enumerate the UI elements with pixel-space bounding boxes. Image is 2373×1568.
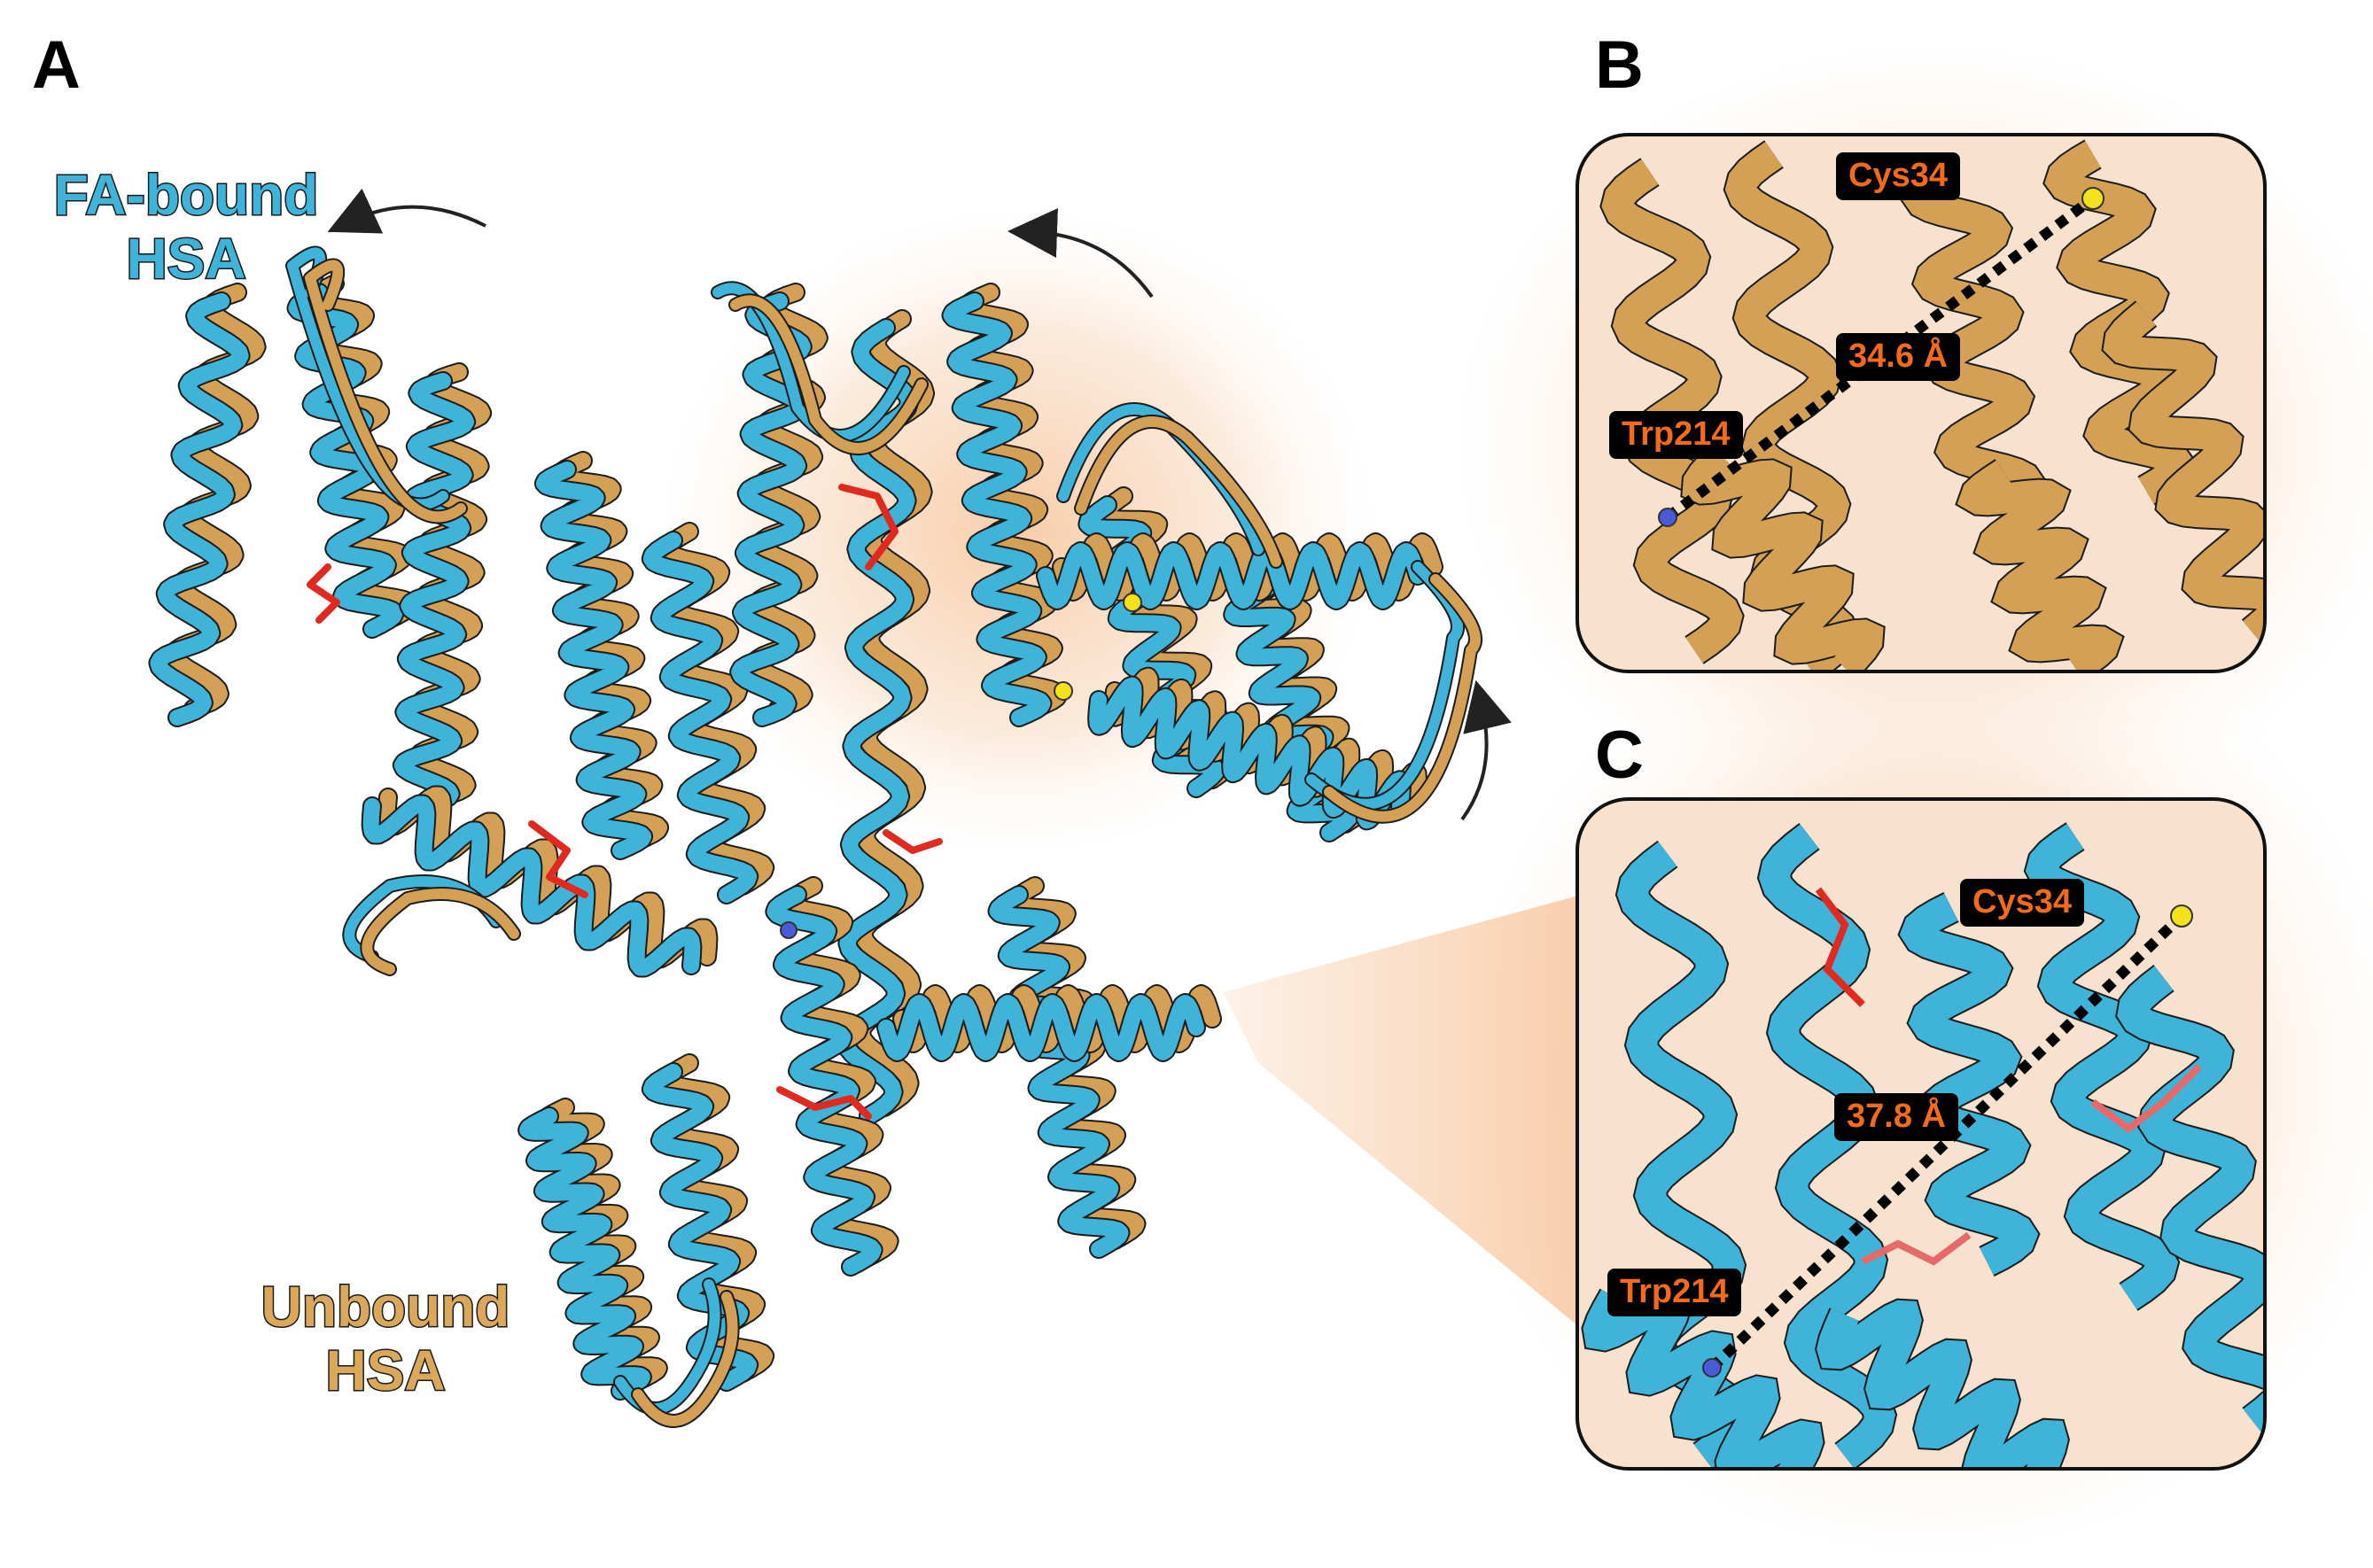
inset-b-cys34-tag: Cys34	[1836, 152, 1960, 200]
fa-bound-helix-14	[1038, 543, 1426, 609]
unbound-hsa-label: Unbound HSA	[217, 1274, 554, 1403]
inset-c-fatty-acid-2	[1861, 1231, 1972, 1266]
arrow-right	[1460, 679, 1512, 821]
fa-bound-label-line2: HSA	[125, 226, 247, 291]
inset-c-distance-tag: 37.8 Å	[1834, 1093, 1958, 1141]
inset-b-trp214-tag: Trp214	[1609, 411, 1743, 459]
fa-bound-helix-17	[878, 995, 1204, 1060]
inset-c-helix-4	[2117, 966, 2263, 1433]
inset-b-helix-4	[1682, 445, 1884, 670]
inset-b-unbound-closeup: Cys34 34.6 Å Trp214	[1576, 133, 2267, 673]
fa-bound-helix-1	[288, 284, 403, 637]
inset-c-fa-bound-closeup: Cys34 37.8 Å Trp214	[1576, 797, 2267, 1471]
unbound-loop-2	[1324, 574, 1481, 822]
unbound-label-line1: Unbound	[260, 1274, 511, 1339]
unbound-helix-3	[551, 453, 668, 850]
fa-bound-helix-5	[731, 293, 811, 726]
inset-b-trp214-nitrogen	[1658, 508, 1677, 527]
fa-bound-helix-7	[943, 293, 1051, 726]
unbound-loop-0	[305, 260, 466, 523]
inset-c-helix-1	[1758, 824, 1896, 1467]
fatty-acid-1	[838, 484, 899, 571]
inset-b-distance-line	[1664, 194, 2097, 522]
cys34-sulfur	[1123, 593, 1142, 612]
inset-c-fatty-acid-0	[1815, 887, 1865, 1007]
arrow-top	[1008, 208, 1154, 299]
inset-c-cys34-sulfur	[2170, 904, 2193, 928]
protein-structure-overlay	[148, 245, 1482, 1428]
inset-b-helix-5	[1957, 460, 2123, 670]
fa-bound-helix-15	[1089, 677, 1410, 829]
inset-c-helix-2	[1899, 893, 2039, 1276]
unbound-loop-3	[633, 1292, 738, 1426]
inset-b-cys34-sulfur	[2081, 187, 2105, 210]
inset-b-helix-2	[1902, 159, 2045, 522]
fatty-acid-2	[528, 820, 588, 898]
fa-bound-helix-6	[836, 320, 918, 1124]
panel-letter-b: B	[1595, 27, 1644, 103]
fatty-acid-3	[776, 1086, 872, 1120]
fa-bound-helix-16	[362, 796, 701, 976]
fa-bound-helix-4	[642, 532, 758, 903]
inset-c-trp214-tag: Trp214	[1607, 1269, 1741, 1316]
fa-bound-loop-1	[712, 283, 909, 441]
panel-letter-a: A	[32, 27, 81, 103]
fa-bound-helix-0	[150, 293, 249, 726]
fa-bound-helix-2	[393, 373, 475, 814]
fatty-acid-4	[883, 829, 943, 854]
unbound-loop-1	[730, 295, 927, 454]
inset-c-cys34-tag: Cys34	[1960, 879, 2084, 927]
inset-c-helix-3	[2025, 823, 2179, 1310]
panel-letter-c: C	[1595, 718, 1644, 793]
unbound-loop-4	[362, 889, 519, 974]
fa-bound-helix-10	[989, 887, 1129, 1257]
inset-b-structure	[1599, 139, 2263, 670]
fa-bound-helix-11	[519, 1108, 650, 1399]
inset-b-distance-tag: 34.6 Å	[1836, 333, 1960, 381]
conformation-arrows	[327, 188, 1512, 821]
arrow-left	[327, 188, 486, 234]
inset-c-trp214-nitrogen	[1702, 1358, 1722, 1378]
inset-c-helix-6	[1817, 1300, 2068, 1467]
inset-c-fatty-acid-1	[2090, 1064, 2202, 1133]
fa-bound-hsa-label: FA-bound HSA	[18, 162, 354, 291]
unbound-loop-5	[1076, 416, 1281, 567]
unbound-label-line2: HSA	[324, 1338, 447, 1403]
fa-bound-helix-13	[766, 887, 882, 1275]
cys34-sulfur-unbound	[1054, 681, 1073, 701]
fa-bound-helix-3	[535, 462, 652, 858]
trp214-nitrogen	[780, 921, 797, 939]
inset-b-helix-6	[2103, 301, 2263, 645]
unbound-helix-7	[959, 284, 1067, 717]
fatty-acid-0	[307, 563, 340, 624]
fa-bound-label-line1: FA-bound	[52, 162, 320, 228]
